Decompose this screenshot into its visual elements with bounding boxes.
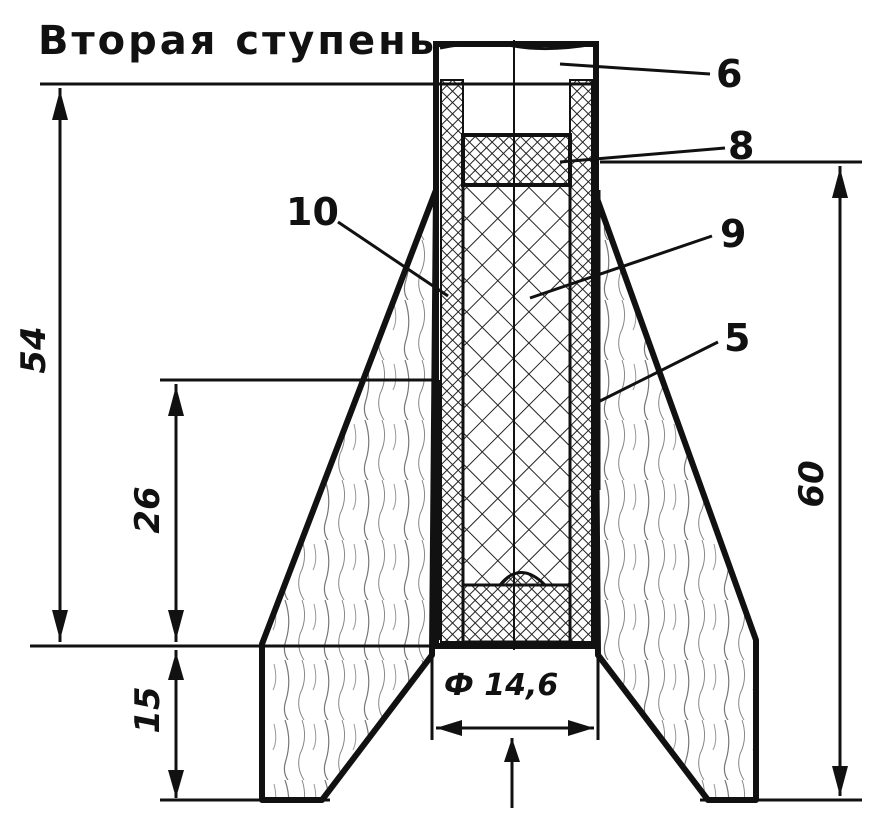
leader-8: [559, 146, 726, 164]
dim-diameter-label: Ф 14,6: [444, 668, 559, 703]
dim-60-label: 60: [792, 460, 832, 508]
leader-6: [559, 62, 711, 76]
nozzle: [461, 571, 572, 644]
tube-wall-left: [440, 79, 464, 643]
dim-54-label: 54: [14, 326, 54, 374]
callout-5: 5: [724, 316, 751, 360]
dim-15-label: 15: [128, 686, 168, 734]
callout-6: 6: [716, 52, 743, 96]
leader-10: [337, 220, 449, 298]
callout-9: 9: [720, 212, 747, 256]
leader-5: [597, 340, 719, 404]
leader-9: [529, 234, 713, 300]
break-line: [439, 41, 595, 51]
callout-8: 8: [728, 124, 755, 168]
drawing-title: Вторая ступень: [38, 18, 438, 64]
callout-10: 10: [286, 190, 339, 234]
right-fin: [591, 187, 759, 803]
tube-wall-right: [569, 79, 593, 643]
left-fin: [259, 187, 439, 803]
dim-26-label: 26: [128, 486, 168, 534]
charge-9: [461, 183, 572, 587]
plug-8: [461, 133, 572, 187]
